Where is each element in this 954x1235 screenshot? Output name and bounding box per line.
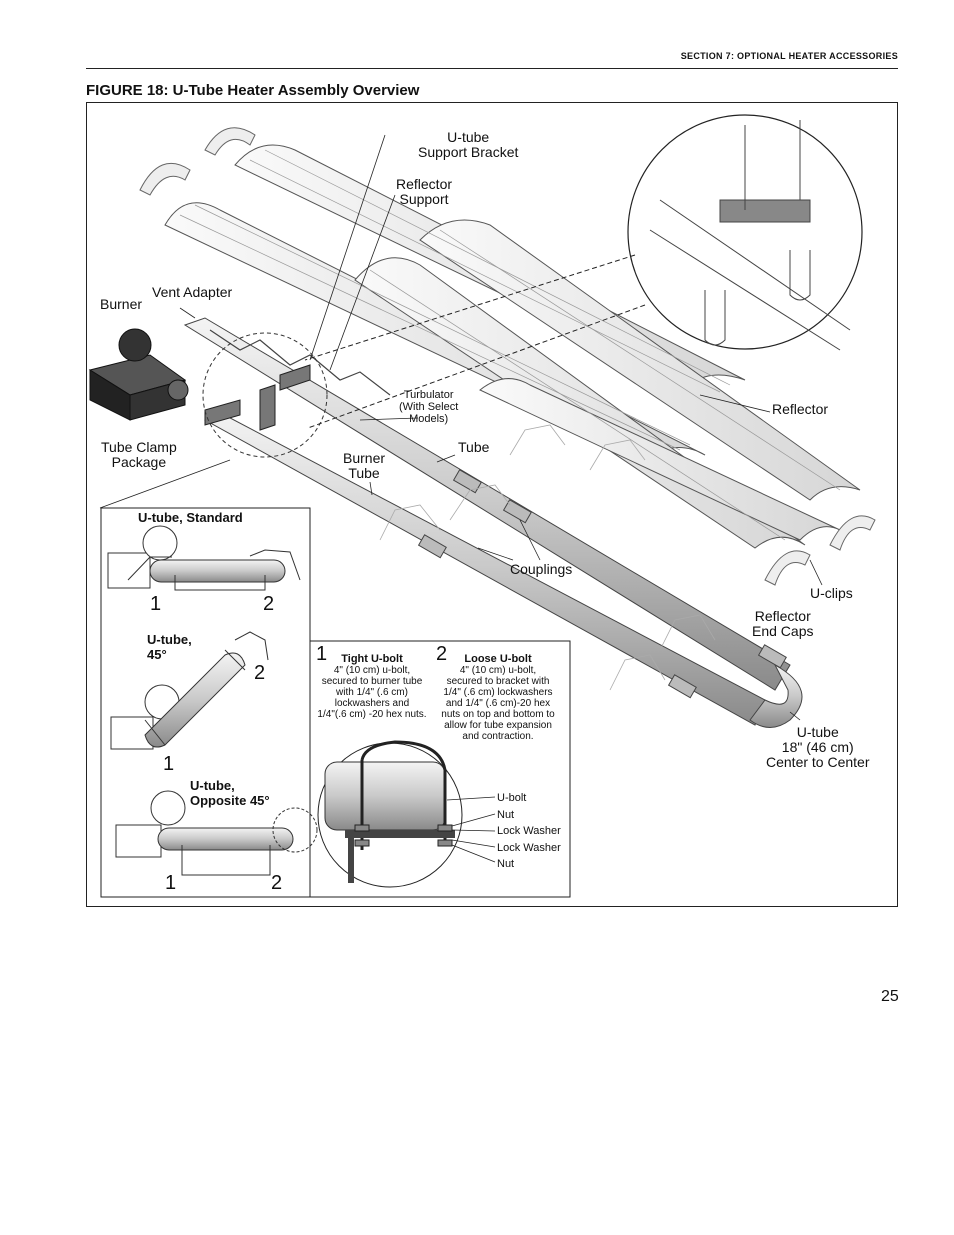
label-turbulator: Turbulator (With Select Models) [399, 389, 458, 425]
figure-title: FIGURE 18: U-Tube Heater Assembly Overvi… [86, 82, 420, 99]
burner-box [88, 328, 189, 421]
label-line: Turbulator [403, 389, 454, 401]
label-reflector: Reflector [772, 401, 829, 417]
label-line: Opposite 45° [190, 793, 270, 808]
label-line: Reflector [754, 608, 811, 624]
inset-opposite-title: U-tube, Opposite 45° [190, 778, 270, 808]
utube-opposite-drawing [115, 790, 318, 876]
text-line: secured to burner tube [321, 676, 423, 687]
utube-45-drawing [110, 631, 269, 750]
label-tube-clamp-package: Tube Clamp Package [101, 440, 177, 470]
text-line: 1/4"(.6 cm) -20 hex nuts. [317, 709, 427, 720]
inset-45-title: U-tube, 45° [147, 632, 192, 662]
label-line: U-tube, [190, 778, 235, 793]
header-rule [86, 68, 898, 69]
label-line: 18" (46 cm) [781, 739, 854, 755]
ubolt-parts-list: U-bolt Nut Lock Washer Lock Washer Nut [497, 790, 561, 873]
text-line: lockwashers and [334, 698, 410, 709]
label-line: U-tube [796, 724, 839, 740]
label-tube: Tube [458, 439, 490, 455]
tight-ubolt-text: Tight U-bolt 4" (10 cm) u-bolt, secured … [312, 653, 432, 721]
label-reflector-end-caps: Reflector End Caps [752, 609, 813, 639]
label-line: U-tube [447, 129, 490, 145]
label-line: Models) [409, 413, 449, 425]
text-line: 4" (10 cm) u-bolt, [459, 665, 537, 676]
label-line: (With Select [399, 401, 459, 413]
label-line: Tube Clamp [101, 439, 177, 455]
label-line: Support Bracket [418, 144, 519, 160]
label-line: 45° [147, 647, 167, 662]
loose-ubolt-title: Loose U-bolt [464, 653, 532, 665]
label-utube-dimension: U-tube 18" (46 cm) Center to Center [766, 725, 870, 770]
inset-opposite-number-2: 2 [271, 872, 283, 894]
label-burner-tube: Burner Tube [343, 451, 385, 481]
part-ubolt: U-bolt [497, 792, 527, 804]
part-lock-washer-bottom: Lock Washer [497, 841, 561, 854]
label-line: Package [111, 454, 167, 470]
label-vent-adapter: Vent Adapter [152, 284, 233, 300]
tight-ubolt-title: Tight U-bolt [341, 653, 403, 665]
part-nut-top: Nut [497, 808, 515, 821]
text-line: 4" (10 cm) u-bolt, [333, 665, 411, 676]
support-bracket [204, 364, 311, 431]
text-line: and contraction. [462, 731, 534, 742]
inset-45-number-2: 2 [254, 662, 266, 684]
tight-ubolt-number: 1 [316, 643, 328, 665]
label-line: Tube [348, 465, 380, 481]
label-reflector-support: Reflector Support [396, 177, 452, 207]
loose-ubolt-text: Loose U-bolt 4" (10 cm) u-bolt, secured … [436, 653, 560, 743]
figure-frame [86, 102, 898, 907]
text-line: 1/4" (.6 cm) lockwashers [443, 687, 553, 698]
loose-ubolt-number: 2 [436, 643, 448, 665]
inset-standard-number-1: 1 [150, 593, 162, 615]
part-lock-washer-top: Lock Washer [497, 825, 561, 837]
part-nut-bottom: Nut [497, 858, 515, 870]
section-header: SECTION 7: OPTIONAL HEATER ACCESSORIES [680, 51, 898, 61]
text-line: with 1/4" (.6 cm) [336, 687, 408, 698]
label-line: Support [399, 191, 449, 207]
label-couplings: Couplings [510, 561, 573, 577]
label-utube-support-bracket: U-tube Support Bracket [418, 130, 518, 160]
label-burner: Burner [100, 296, 143, 312]
utube-standard-drawing [107, 525, 301, 591]
inset-standard-title: U-tube, Standard [138, 510, 243, 525]
label-line: Reflector [396, 176, 453, 192]
label-line: Center to Center [766, 754, 870, 770]
inset-opposite-number-1: 1 [165, 872, 177, 894]
burner-tube [183, 317, 803, 728]
label-line: End Caps [752, 623, 814, 639]
text-line: secured to bracket with [446, 676, 550, 687]
text-line: and 1/4" (.6 cm)-20 hex [445, 698, 551, 709]
inset-standard-number-2: 2 [263, 593, 275, 615]
page-number: 25 [881, 988, 899, 1005]
text-line: nuts on top and bottom to [441, 709, 555, 720]
ubolt-detail-drawing [317, 740, 496, 888]
label-u-clips: U-clips [810, 585, 853, 601]
text-line: allow for tube expansion [444, 720, 552, 731]
label-line: U-tube, [147, 632, 192, 647]
label-line: Burner [343, 450, 386, 466]
inset-45-number-1: 1 [163, 753, 175, 775]
